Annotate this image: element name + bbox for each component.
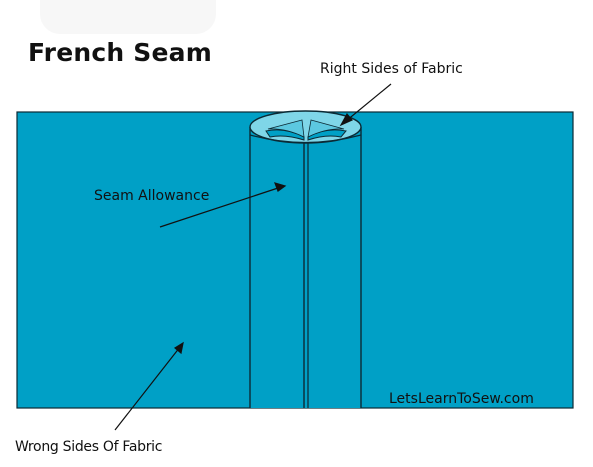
arrow-right-sides bbox=[339, 83, 392, 127]
seam-inner-fold-left bbox=[265, 129, 305, 141]
seam-bottom-rim bbox=[249, 134, 362, 144]
label-right-sides-of-fabric: Right Sides of Fabric bbox=[320, 61, 463, 77]
seam-inner-wedge-right bbox=[307, 119, 345, 138]
arrow-seam-allowance bbox=[159, 182, 287, 228]
page-title: French Seam bbox=[28, 38, 212, 67]
label-seam-allowance: Seam Allowance bbox=[94, 188, 210, 204]
arrow-wrong-sides bbox=[114, 341, 184, 431]
seam-tube bbox=[250, 127, 361, 408]
background-smudge bbox=[40, 0, 216, 34]
site-watermark: LetsLearnToSew.com bbox=[389, 391, 534, 407]
label-wrong-sides-of-fabric: Wrong Sides Of Fabric bbox=[15, 439, 163, 455]
seam-inner-wedge-left bbox=[267, 119, 305, 138]
